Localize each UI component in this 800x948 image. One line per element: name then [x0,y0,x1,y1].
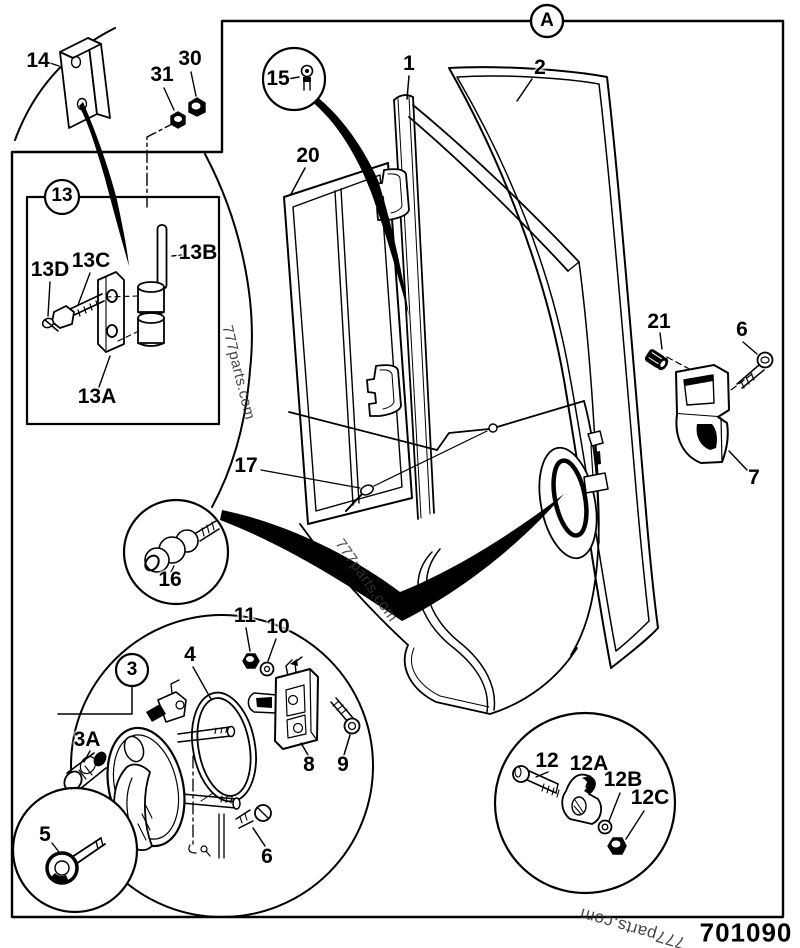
callout-15: 15 [266,67,290,90]
balloon-13 [43,178,81,216]
clamp-12a [561,773,603,825]
callout-3a: 3A [73,728,101,751]
hinge-knuckles [137,281,165,347]
callout-16: 16 [158,568,182,591]
callout-13a: 13A [77,385,117,408]
callout-13b: 13B [178,241,218,264]
balloon-arc-14 [14,27,116,141]
detail-circle-handle [70,614,374,918]
key-5 [45,837,106,885]
callout-17: 17 [234,454,258,477]
callout-13: 13 [51,185,73,206]
hinge-detail-box [25,178,221,426]
callout-7: 7 [748,466,760,489]
sliding-window-20 [283,162,413,525]
nut-30 [188,97,206,117]
callout-8: 8 [303,753,315,776]
callout-2: 2 [534,56,546,79]
hinge-plate-13a [97,271,125,353]
callout-a: A [540,10,554,31]
bushing-21 [644,349,669,371]
callout-5: 5 [39,823,51,846]
callout-6-bottom: 6 [261,845,273,868]
callout-13d: 13D [30,258,70,281]
pointer-swoosh-16 [220,494,564,621]
callout-12c: 12C [630,786,670,809]
callout-9: 9 [337,753,349,776]
callout-3: 3 [126,659,138,680]
key-balloon-group [11,786,139,914]
handle-studs [177,725,241,810]
screw-9 [330,697,361,735]
callout-12b: 12B [603,768,643,791]
balloon-16-group [122,494,564,621]
bolt-6-bottom [235,804,272,829]
callout-31: 31 [150,63,174,86]
screw-13d [41,317,59,332]
page-border [10,19,785,919]
balloon-12-group [493,711,677,895]
top-left-group [14,27,206,266]
door-lock-8 [247,656,319,750]
door-stop-7 [675,364,730,464]
washer-12b [597,819,613,835]
rivet-17 [360,484,374,496]
callout-14: 14 [26,49,50,72]
handle-group [11,614,374,918]
callout-20: 20 [296,144,320,167]
callout-4: 4 [184,643,196,666]
glazing-clip-15 [300,64,314,91]
callout-11: 11 [233,604,257,627]
callout-21: 21 [647,310,671,333]
balloon-5 [11,786,139,914]
lock-barrel-3a [63,750,107,792]
callout-10: 10 [266,615,290,638]
door-stop-group [644,332,774,471]
nut-11 [242,653,260,669]
callout-30: 30 [178,47,202,70]
callout-12: 12 [535,749,559,772]
balloon-15-group [261,46,409,316]
door-latch-striker [583,430,609,494]
callout-1: 1 [403,52,415,75]
screw-6-right [736,351,774,389]
balloon-15 [261,46,327,112]
balloon-a [529,3,565,39]
drawing-number: 701090 [699,917,793,948]
nut-12c [607,837,627,855]
handle-lock-top [146,679,187,723]
callout-6-right: 6 [736,318,748,341]
hinge-pin-13b [156,224,168,290]
striker-block-14 [59,37,111,129]
callout-13c: 13C [71,249,111,272]
detail-arc [204,153,253,508]
washer-10 [259,661,275,677]
nut-31 [170,111,186,129]
callout-12a: 12A [569,752,609,775]
door-glass-seal-2 [448,66,659,669]
buffer-16 [144,520,220,573]
bolt-12 [512,765,560,798]
